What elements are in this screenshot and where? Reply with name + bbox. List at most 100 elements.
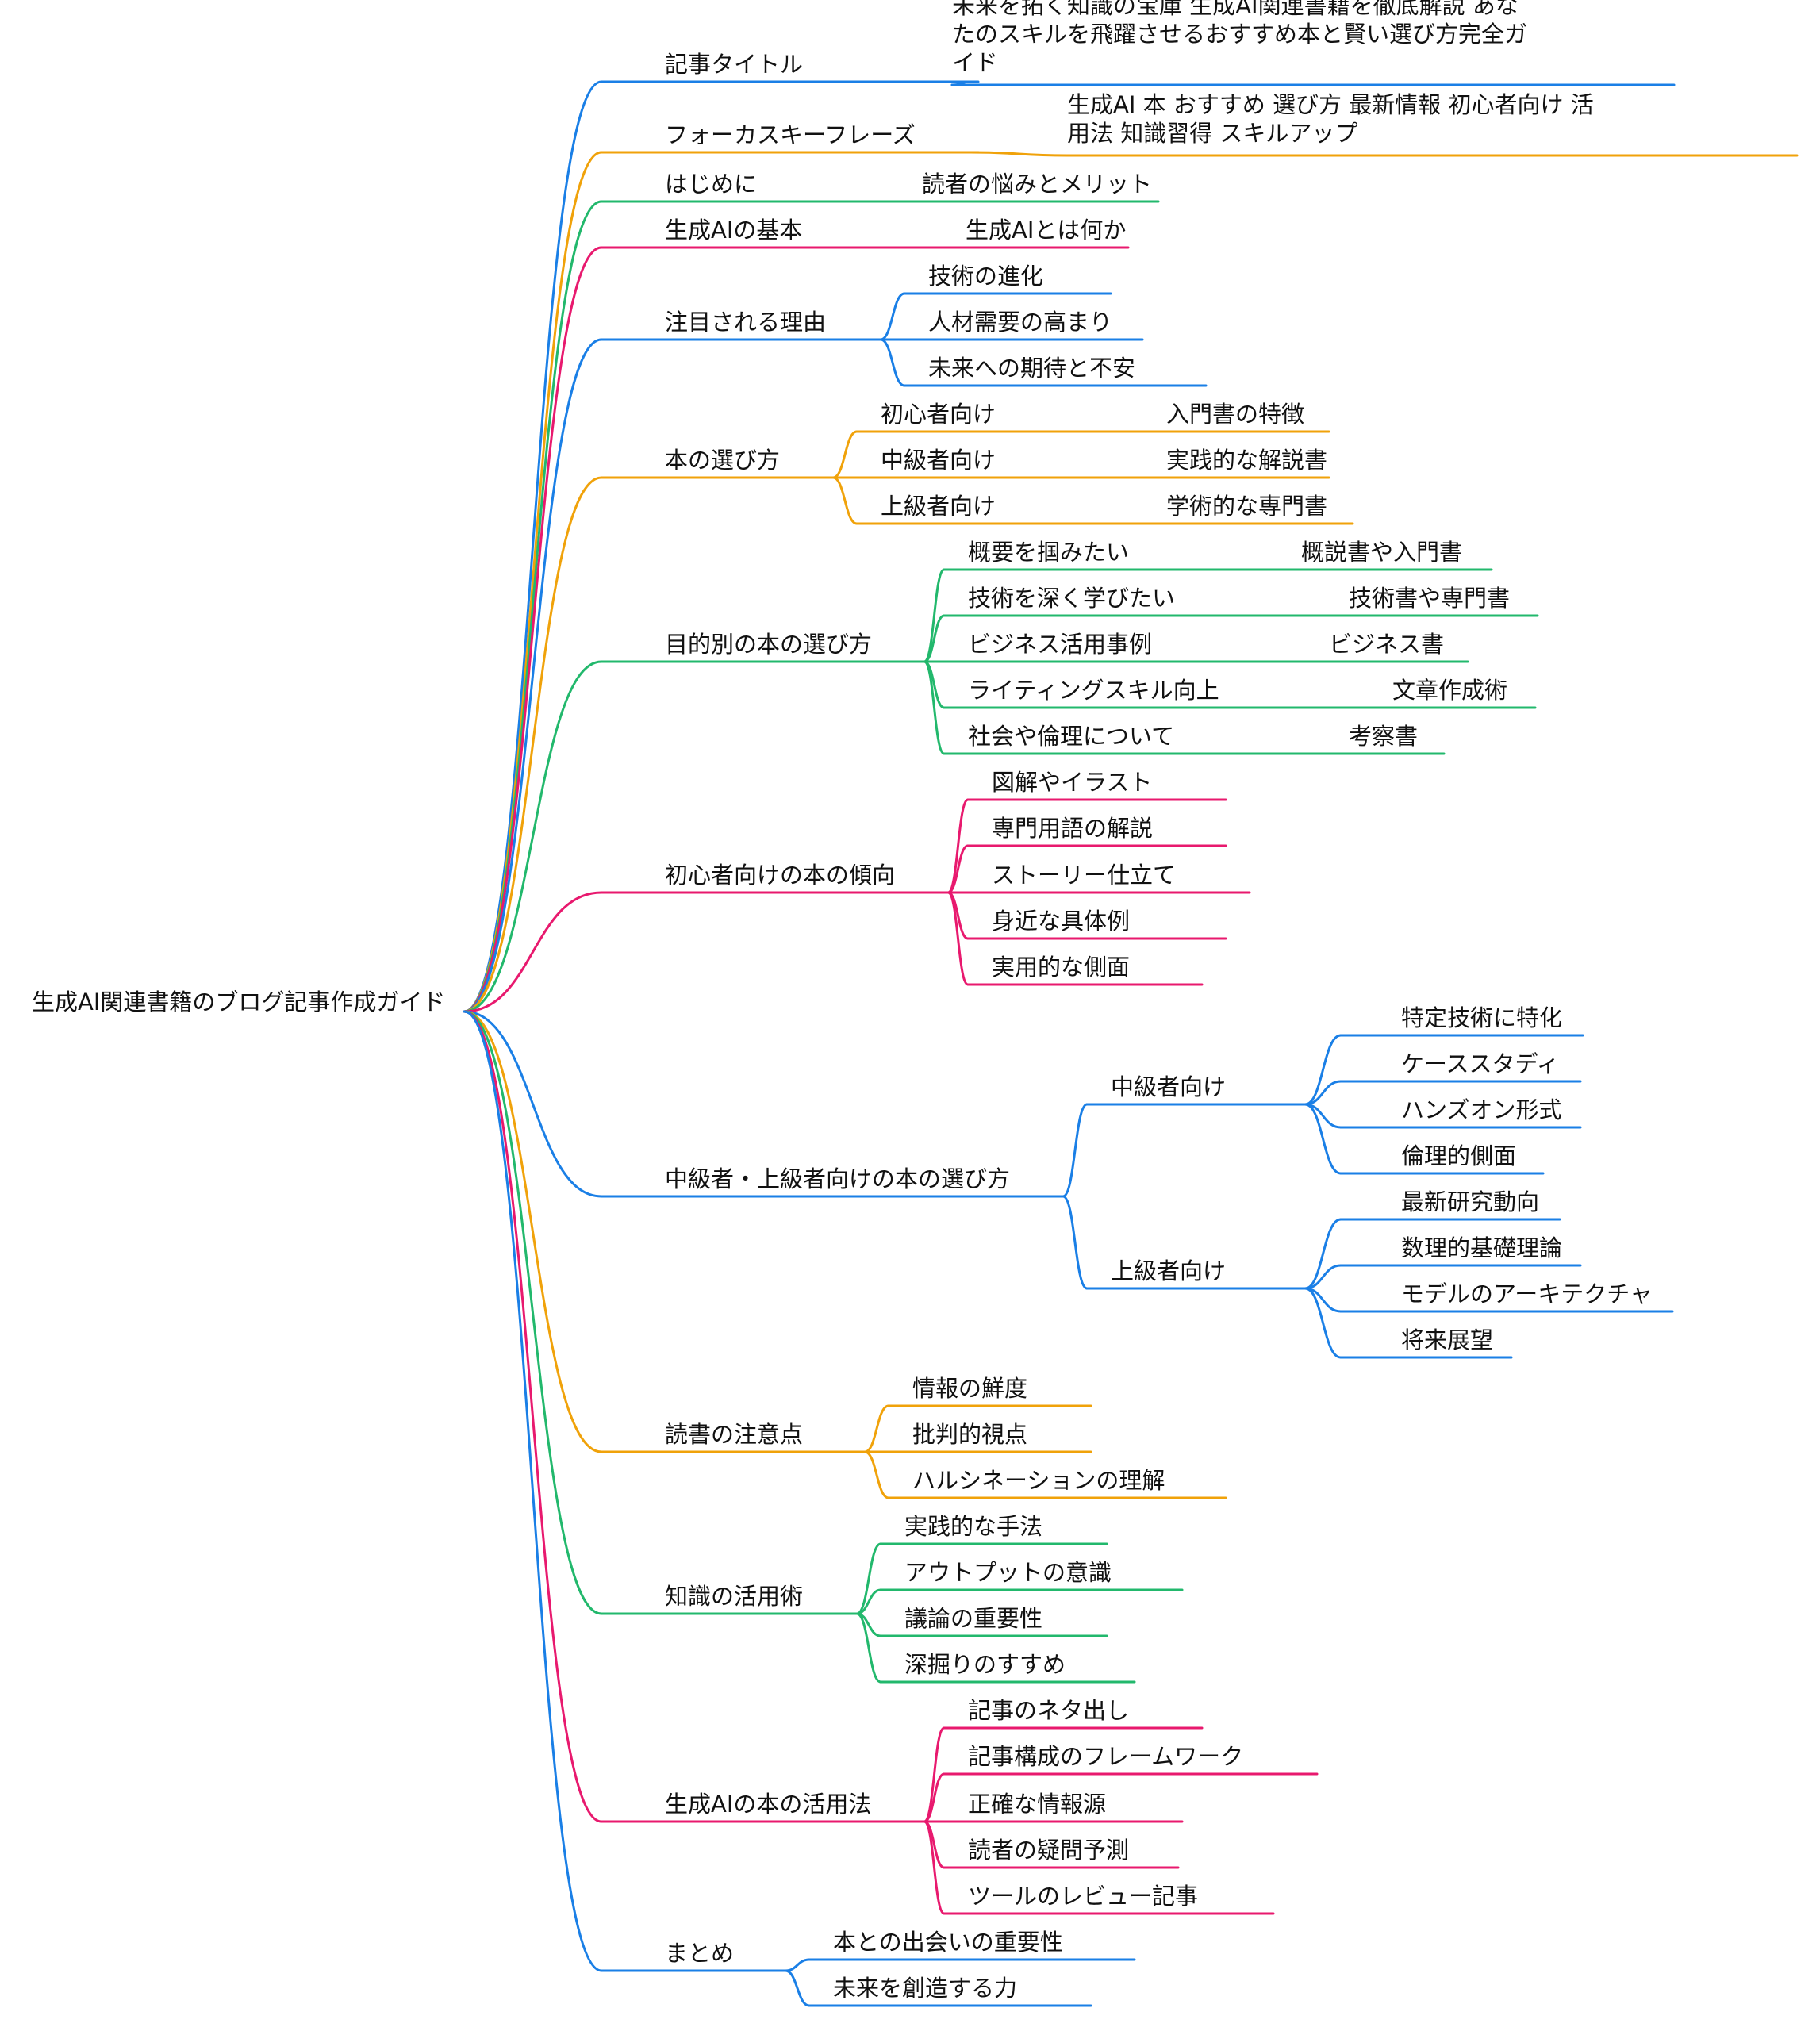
connector-root-branch: [463, 1010, 603, 1823]
grandchild-topic: 学術的な専門書: [1166, 493, 1328, 520]
branch-topic: 中級者・上級者向けの本の選び方: [665, 1165, 1011, 1192]
branch-topic: 読書の注意点: [665, 1421, 804, 1448]
connector-root-branch: [463, 476, 603, 1013]
child-topic: 議論の重要性: [904, 1605, 1043, 1632]
connector-branch-child: [879, 338, 906, 387]
grandchild-topic: 最新研究動向: [1401, 1188, 1540, 1215]
connector-branch-child: [855, 1612, 882, 1684]
connector-branch-child: [863, 1450, 890, 1499]
connector-root-branch: [463, 1010, 603, 1198]
child-topic: 中級者向け: [881, 447, 996, 474]
connector-branch-child: [863, 1404, 890, 1453]
child-topic: 情報の鮮度: [912, 1375, 1028, 1402]
connector-root-branch: [463, 151, 603, 1013]
grandchild-topic: ビジネス書: [1329, 631, 1445, 658]
connector-root-branch: [463, 1010, 603, 1972]
connector-root-branch: [463, 891, 603, 1013]
branch-topic: フォーカスキーフレーズ: [665, 121, 916, 148]
connector-branch-child: [946, 844, 970, 894]
branch-topic: 注目される理由: [665, 309, 827, 336]
child-topic: 正確な情報源: [968, 1791, 1107, 1818]
child-topic: 批判的視点: [912, 1421, 1028, 1448]
grandchild-topic: 特定技術に特化: [1401, 1004, 1563, 1031]
connector-branch-child: [1062, 1103, 1089, 1198]
child-topic: 読者の疑問予測: [968, 1837, 1130, 1864]
child-topic: 上級者向け: [1111, 1257, 1227, 1284]
connector-root-branch: [463, 338, 603, 1013]
child-topic: 技術を深く学びたい: [968, 585, 1176, 612]
branch-topic: 本の選び方: [665, 447, 781, 474]
child-topic: 記事構成のフレームワーク: [968, 1743, 1244, 1770]
child-topic: アウトプットの意識: [904, 1559, 1112, 1586]
connector-root-branch: [463, 246, 603, 1013]
branch-topic: 目的別の本の選び方: [665, 631, 873, 658]
child-topic: 中級者向け: [1111, 1073, 1227, 1100]
child-topic: 読者の悩みとメリット: [922, 171, 1153, 198]
child-topic: 記事のネタ出し: [968, 1697, 1130, 1724]
connector-child-grandchild: [1304, 1287, 1342, 1359]
connector-child-grandchild: [1304, 1103, 1342, 1175]
connector-child-grandchild: [1304, 1034, 1342, 1106]
branch-topic: はじめに: [665, 171, 758, 198]
branch-topic: 生成AIの本の活用法: [665, 1791, 872, 1818]
connector-branch-child: [969, 151, 1069, 157]
child-topic: 生成AI 本 おすすめ 選び方 最新情報 初心者向け 活用法 知識習得 スキルア…: [1067, 91, 1594, 147]
grandchild-topic: 概説書や入門書: [1301, 539, 1463, 566]
connector-root-branch: [463, 1010, 603, 1453]
child-topic: 身近な具体例: [992, 908, 1131, 935]
child-topic: 技術の進化: [928, 263, 1044, 290]
branch-topic: 記事タイトル: [665, 51, 804, 78]
child-topic: 実践的な手法: [904, 1513, 1043, 1540]
connector-branch-child: [923, 1820, 946, 1915]
connector-branch-child: [784, 1958, 811, 1972]
connector-root-branch: [463, 200, 603, 1013]
connector-branch-child: [923, 614, 946, 663]
child-topic: 専門用語の解説: [992, 815, 1154, 842]
connector-branch-child: [831, 476, 858, 525]
connector-branch-child: [879, 292, 906, 341]
child-topic: 深掘りのすすめ: [904, 1651, 1066, 1678]
child-topic: 概要を掴みたい: [968, 539, 1130, 566]
child-topic: ツールのレビュー記事: [968, 1883, 1199, 1910]
grandchild-topic: 将来展望: [1401, 1326, 1494, 1353]
grandchild-topic: ハンズオン形式: [1401, 1096, 1562, 1123]
branch-topic: まとめ: [665, 1940, 735, 1967]
connector-branch-child: [784, 1969, 811, 2007]
branch-topic: 知識の活用術: [665, 1583, 804, 1610]
grandchild-topic: 技術書や専門書: [1349, 585, 1511, 612]
grandchild-topic: モデルのアーキテクチャ: [1401, 1280, 1653, 1307]
connector-root-branch: [463, 1010, 603, 1615]
root-topic: 生成AI関連書籍のブログ記事作成ガイド: [32, 989, 446, 1016]
grandchild-topic: ケーススタディ: [1401, 1050, 1560, 1077]
grandchild-topic: 入門書の特徴: [1166, 401, 1305, 428]
child-topic: 上級者向け: [881, 493, 996, 520]
child-topic: 人材需要の高まり: [928, 309, 1113, 336]
branch-topic: 生成AIの基本: [665, 217, 803, 244]
connector-branch-child: [831, 430, 858, 479]
grandchild-topic: 考察書: [1349, 723, 1419, 750]
child-topic: 初心者向け: [881, 401, 996, 428]
child-topic: ビジネス活用事例: [968, 631, 1153, 658]
grandchild-topic: 実践的な解説書: [1166, 447, 1328, 474]
connector-branch-child: [855, 1542, 882, 1615]
connector-branch-child: [946, 891, 970, 986]
child-topic: ストーリー仕立て: [992, 862, 1177, 889]
child-topic: 実用的な側面: [992, 954, 1131, 981]
grandchild-topic: 倫理的側面: [1401, 1142, 1517, 1169]
child-topic: 未来への期待と不安: [928, 355, 1136, 382]
grandchild-topic: 数理的基礎理論: [1401, 1234, 1563, 1261]
grandchild-topic: 文章作成術: [1392, 677, 1508, 704]
connector-root-branch: [463, 660, 603, 1013]
child-topic: 図解やイラスト: [992, 769, 1153, 796]
child-topic: 社会や倫理について: [968, 723, 1175, 750]
child-topic: 未来を創造する力: [833, 1975, 1018, 2002]
child-topic: 未来を拓く知識の宝庫 生成AI関連書籍を徹底解説 あなたのスキルを飛躍させるおす…: [952, 0, 1528, 76]
connector-branch-child: [1062, 1195, 1089, 1290]
connector-root-branch: [463, 80, 603, 1013]
connector-branch-child: [923, 660, 946, 755]
child-topic: 生成AIとは何か: [966, 217, 1127, 244]
connector-branch-child: [923, 1772, 946, 1823]
connector-child-grandchild: [1304, 1218, 1342, 1290]
